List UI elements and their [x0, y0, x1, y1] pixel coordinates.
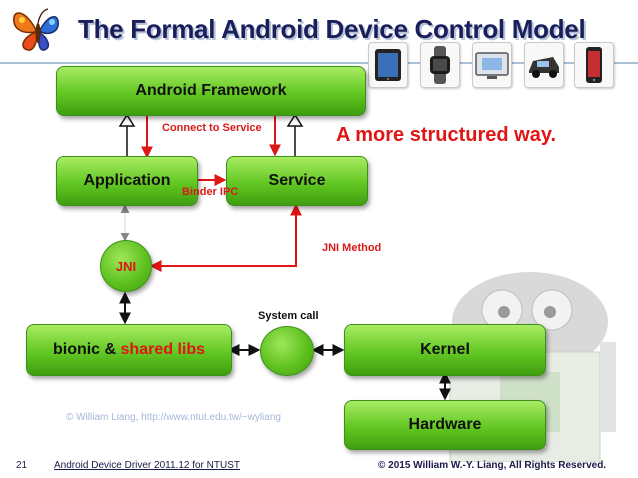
butterfly-logo-icon: [13, 8, 59, 51]
service-box: Service: [226, 156, 368, 206]
jni-method-label: JNI Method: [322, 242, 382, 254]
binder-ipc-label: Binder IPC: [182, 186, 239, 198]
jni-label: JNI: [115, 258, 137, 274]
android-framework-box: Android Framework: [56, 66, 366, 116]
service-label: Service: [268, 172, 326, 189]
smartphone-icon: [574, 42, 614, 88]
application-box: Application: [56, 156, 198, 206]
copyright-footer: © 2015 William W.-Y. Liang, All Rights R…: [378, 460, 607, 471]
application-label: Application: [83, 172, 171, 189]
bionic-prefix: bionic &: [52, 341, 121, 358]
car-icon: [524, 42, 564, 88]
slide-title: The Formal Android Device Control Model: [78, 14, 586, 44]
course-footer: Android Device Driver 2011.12 for NTUST: [54, 460, 240, 471]
watermark-text: © William Liang, http://www.ntut.edu.tw/…: [66, 412, 281, 423]
bionic-box: bionic & shared libs: [26, 324, 232, 376]
jni-node: JNI: [100, 240, 152, 292]
structured-note: A more structured way.: [336, 124, 557, 146]
hardware-label: Hardware: [408, 416, 482, 433]
tablet-icon: [368, 42, 408, 88]
shared-libs-label: shared libs: [120, 341, 206, 358]
kernel-box: Kernel: [344, 324, 546, 376]
bionic-label: bionic & shared libs: [53, 341, 205, 359]
hardware-box: Hardware: [344, 400, 546, 450]
smart-tv-icon: [472, 42, 512, 88]
smartwatch-icon: [420, 42, 460, 88]
app-framework-triangle: [118, 113, 136, 127]
page-number: 21: [16, 460, 28, 471]
kernel-label: Kernel: [420, 341, 470, 358]
jni-method-line: [149, 203, 302, 272]
android-framework-label: Android Framework: [135, 82, 287, 99]
system-call-node: [260, 326, 314, 376]
service-framework-triangle: [286, 113, 304, 127]
connect-to-service-label: Connect to Service: [162, 122, 262, 134]
system-call-label: System call: [258, 310, 319, 322]
title-rule: [0, 62, 638, 64]
